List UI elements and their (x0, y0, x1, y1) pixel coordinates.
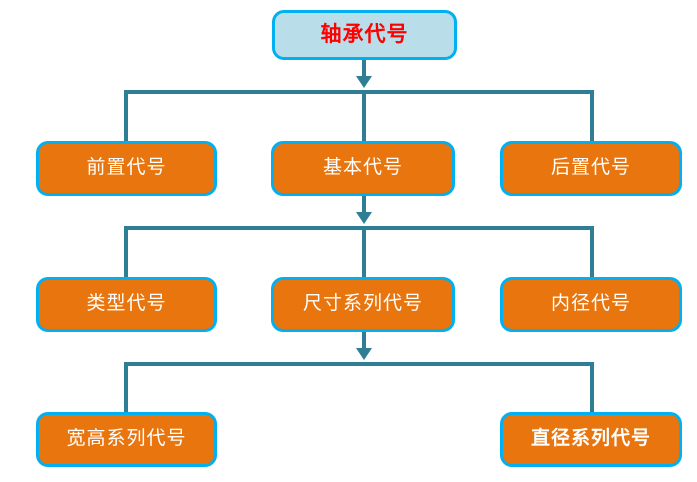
connector-drop-level3-center (362, 226, 366, 277)
node-width-height-series-designation: 宽高系列代号 (36, 412, 217, 467)
connector-level2-stem (362, 196, 366, 220)
connector-level3-stem (362, 332, 366, 356)
node-type-designation: 类型代号 (36, 277, 217, 332)
connector-drop-level2-left (124, 90, 128, 141)
connector-bus-level4 (124, 362, 594, 366)
connector-level2-arrowhead (356, 212, 372, 224)
connector-bus-level3 (124, 226, 594, 230)
node-diameter-series-designation: 直径系列代号 (500, 412, 682, 467)
connector-root-stem (362, 60, 366, 84)
connector-drop-level3-left (124, 226, 128, 277)
node-bore-designation: 内径代号 (500, 277, 682, 332)
connector-level3-arrowhead (356, 348, 372, 360)
connector-bus-level2 (124, 90, 594, 94)
node-bearing-designation: 轴承代号 (272, 10, 457, 60)
node-prefix-designation: 前置代号 (36, 141, 217, 196)
connector-root-arrowhead (356, 76, 372, 88)
connector-drop-level2-center (362, 90, 366, 141)
node-suffix-designation: 后置代号 (500, 141, 682, 196)
connector-drop-level4-right (590, 362, 594, 412)
node-basic-designation: 基本代号 (271, 141, 455, 196)
node-dimension-series-designation: 尺寸系列代号 (271, 277, 455, 332)
connector-drop-level2-right (590, 90, 594, 141)
connector-drop-level4-left (124, 362, 128, 412)
connector-drop-level3-right (590, 226, 594, 277)
